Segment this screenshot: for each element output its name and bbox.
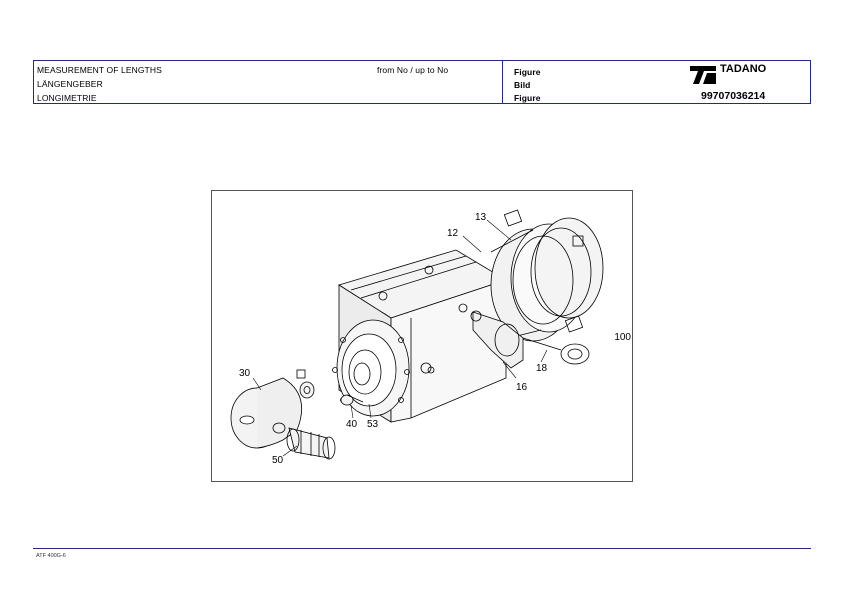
callout-12: 12: [447, 228, 459, 239]
figure-label-fr: Figure: [514, 93, 541, 103]
figure-label-de: Bild: [514, 80, 531, 90]
title-english: MEASUREMENT OF LENGTHS: [37, 65, 162, 75]
tadano-logo-icon: [690, 66, 716, 84]
from-up-to-label: from No / up to No: [377, 65, 449, 75]
title-block: [33, 60, 811, 104]
callout-50: 50: [272, 455, 284, 466]
gear-ring-assembly: [490, 209, 604, 342]
callout-13: 13: [475, 212, 487, 223]
callout-100: 100: [614, 332, 631, 343]
leader-lines: [252, 219, 548, 457]
footer-line: [33, 548, 811, 549]
brand-name: TADANO: [720, 63, 767, 75]
title-block-divider: [502, 61, 503, 103]
callout-16: 16: [516, 382, 528, 393]
callout-18: 18: [536, 363, 548, 374]
exploded-view-drawing: 12 13 16 18 30 40 50 53 100: [230, 209, 631, 466]
callout-53: 53: [367, 419, 379, 430]
callout-40: 40: [346, 419, 358, 430]
clamp-part: [296, 369, 315, 399]
drawing-frame: [211, 190, 633, 482]
coupling-shaft: [286, 427, 336, 460]
figure-label-en: Figure: [514, 67, 541, 77]
title-french: LONGIMETRIE: [37, 93, 97, 103]
document-number: 99707036214: [701, 90, 766, 102]
title-german: LÄNGENGEBER: [37, 79, 103, 89]
callout-30: 30: [239, 368, 251, 379]
sensor-housing: [470, 310, 590, 369]
front-flange: [332, 319, 410, 417]
footer-code: ATF 400G-6: [36, 553, 66, 559]
screw-part: [340, 394, 364, 406]
